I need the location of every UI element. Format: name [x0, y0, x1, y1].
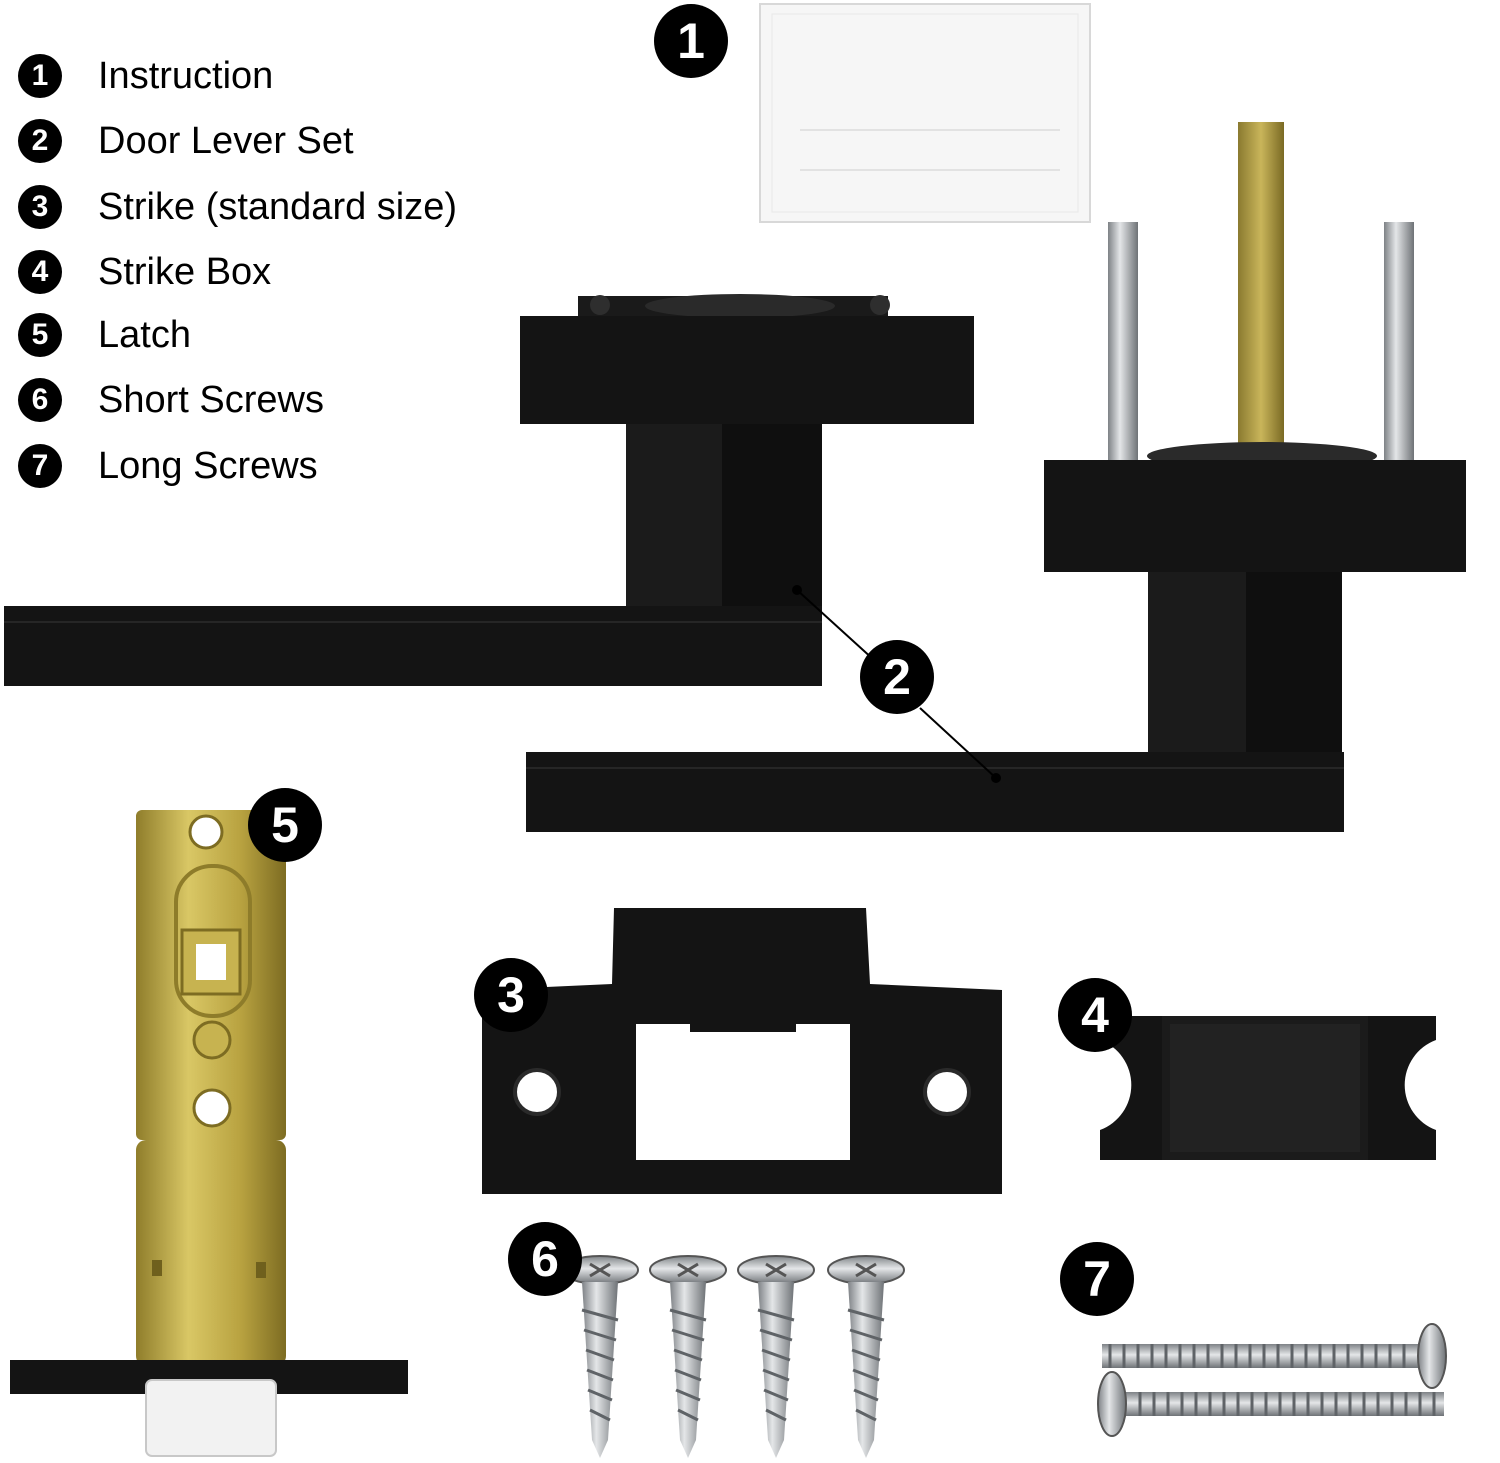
callout-short-screws: 6 — [508, 1222, 582, 1296]
legend-label: Door Lever Set — [98, 119, 354, 162]
instruction-sheet — [759, 3, 1091, 223]
strike-plate — [482, 908, 1002, 1194]
legend-item: 6 Short Screws — [18, 376, 324, 424]
long-screws — [1097, 1323, 1447, 1437]
callout-instruction: 1 — [654, 4, 728, 78]
callout-long-screws: 7 — [1060, 1242, 1134, 1316]
number-badge: 2 — [18, 119, 62, 163]
door-lever-right — [526, 122, 1466, 832]
number-badge: 3 — [18, 185, 62, 229]
callout-lever-set: 2 — [860, 640, 934, 714]
legend-item: 5 Latch — [18, 311, 191, 359]
callout-strike-box: 4 — [1058, 978, 1132, 1052]
number-badge: 6 — [18, 378, 62, 422]
callout-latch: 5 — [248, 788, 322, 862]
leader-line — [796, 589, 875, 661]
legend-label: Long Screws — [98, 444, 318, 487]
strike-box — [1100, 1016, 1436, 1160]
legend-label: Short Screws — [98, 378, 324, 421]
number-badge: 4 — [18, 250, 62, 294]
legend-label: Latch — [98, 313, 191, 356]
legend-item: 3 Strike (standard size) — [18, 183, 457, 231]
number-badge: 1 — [18, 54, 62, 98]
legend-item: 4 Strike Box — [18, 248, 271, 296]
short-screws — [561, 1255, 905, 1458]
legend-item: 2 Door Lever Set — [18, 117, 354, 165]
number-badge: 7 — [18, 444, 62, 488]
legend-label: Strike Box — [98, 250, 272, 293]
leader-line — [919, 707, 997, 779]
callout-strike: 3 — [474, 958, 548, 1032]
number-badge: 5 — [18, 313, 62, 357]
door-lever-left — [4, 294, 974, 686]
legend-label: Strike (standard size) — [98, 185, 458, 228]
legend-label: Instruction — [98, 54, 274, 97]
legend-item: 1 Instruction — [18, 52, 273, 100]
latch — [10, 810, 408, 1457]
legend-item: 7 Long Screws — [18, 442, 318, 490]
